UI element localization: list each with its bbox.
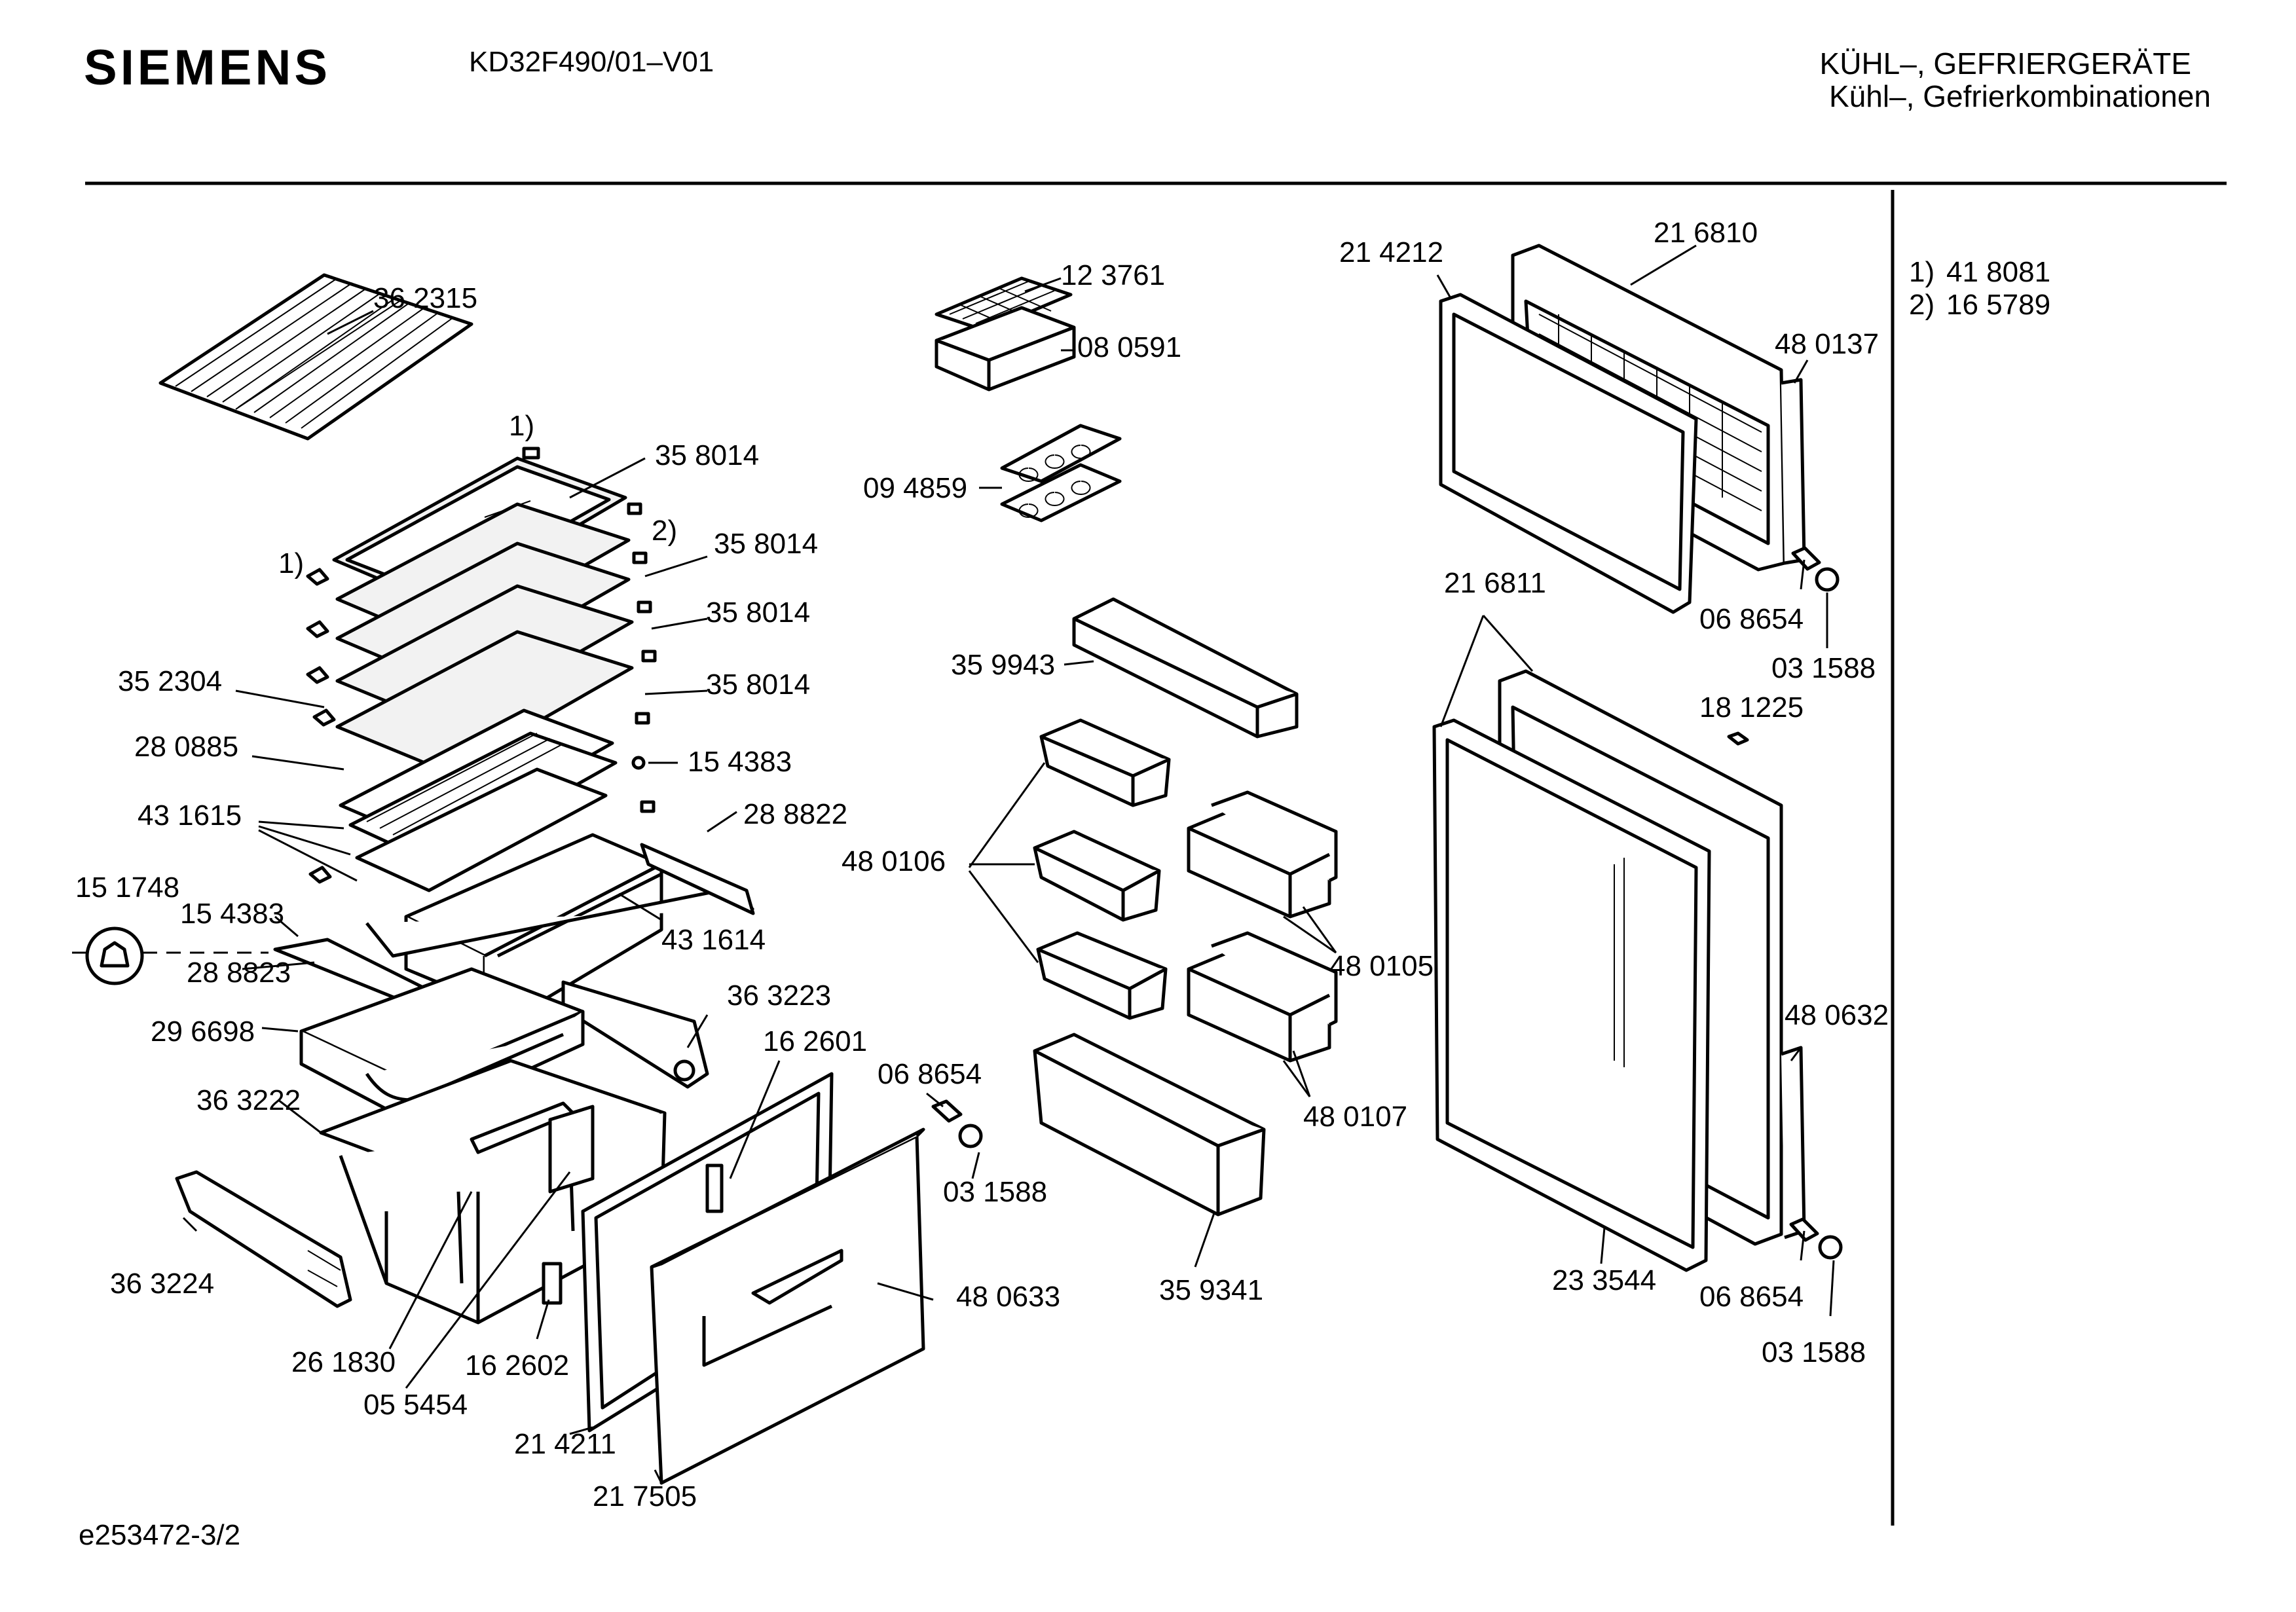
part-label: 06 8654 (1699, 603, 1804, 635)
part-label: 12 3761 (1061, 259, 1165, 291)
glass-shelf-stack (332, 456, 634, 892)
note-1-part: 41 8081 (1946, 256, 2050, 288)
part-label: 21 4212 (1339, 236, 1443, 268)
part-label: 43 1615 (138, 799, 242, 832)
wire-shelf (158, 273, 473, 441)
small-door-bins (1033, 718, 1171, 1020)
detail-bubble-15-1748 (85, 926, 144, 985)
part-label: 36 3224 (110, 1268, 214, 1300)
part-label: 23 3544 (1552, 1264, 1656, 1296)
part-label: 36 3223 (727, 980, 831, 1012)
side-rail-36-3224 (175, 1170, 352, 1308)
part-label: 06 8654 (878, 1058, 982, 1090)
part-label: 06 8654 (1699, 1281, 1804, 1313)
part-label: 48 0107 (1303, 1101, 1407, 1133)
hinge-48-0137 (1781, 378, 1806, 565)
part-label: 48 0633 (956, 1281, 1060, 1313)
part-label: 26 1830 (291, 1346, 396, 1378)
part-label: 35 8014 (706, 669, 810, 701)
note-2-part: 16 5789 (1946, 289, 2050, 321)
part-label: 21 6810 (1654, 217, 1758, 249)
part-label: 35 8014 (714, 528, 818, 560)
shelf-support-clips (306, 447, 657, 884)
appliance-subcategory: Kühl–, Gefrierkombinationen (1829, 79, 2211, 113)
part-label: 16 2602 (465, 1349, 569, 1382)
hinge-16-2601 (705, 1163, 724, 1213)
part-label: 35 2304 (118, 665, 222, 697)
plug-18-1225 (1727, 731, 1749, 746)
part-label: 36 2315 (373, 282, 477, 314)
model-number: KD32F490/01–V01 (469, 46, 714, 78)
part-label: 05 5454 (363, 1389, 468, 1421)
freezer-door-and-gasket (581, 1072, 925, 1485)
part-label: 29 6698 (151, 1016, 255, 1048)
bottle-bin-35-9341 (1033, 1033, 1266, 1217)
note-2-marker: 2) (1909, 289, 1935, 321)
part-label: 21 4211 (514, 1428, 616, 1460)
part-label: 15 4383 (688, 746, 792, 778)
part-label: 48 0105 (1329, 950, 1434, 982)
document-id: e253472-3/2 (79, 1519, 241, 1551)
part-label: 15 1748 (75, 871, 179, 904)
part-label: 48 0137 (1775, 328, 1879, 360)
part-label: 35 9341 (1159, 1274, 1263, 1306)
glass-shelf-5 (335, 630, 634, 775)
hinge-16-2602 (542, 1262, 563, 1305)
ice-cube-tray (935, 276, 1076, 392)
freezer-compartment-door (1439, 244, 1840, 614)
part-label: 16 2601 (763, 1025, 867, 1057)
part-label: 1) (509, 410, 534, 442)
door-handle (751, 1249, 843, 1305)
crisper-cover-and-drawer (273, 833, 755, 1325)
part-label: 15 4383 (180, 898, 284, 930)
part-label: 48 0106 (842, 845, 946, 877)
part-label: 28 0885 (134, 731, 238, 763)
siemens-logo: SIEMENS (84, 40, 331, 96)
hinge-48-0632 (1781, 1046, 1806, 1239)
part-labels: 36 2315 1) 35 8014 2) 35 8014 1) 35 8014… (75, 217, 1889, 1512)
part-label: 43 1614 (661, 924, 766, 956)
part-label: 1) (278, 547, 304, 579)
part-label: 48 0632 (1785, 999, 1889, 1031)
part-label: 21 7505 (593, 1480, 697, 1512)
note-1-marker: 1) (1909, 256, 1935, 288)
part-label: 35 8014 (655, 439, 759, 471)
part-label: 18 1225 (1699, 691, 1804, 724)
part-label: 09 4859 (863, 472, 967, 504)
screw-and-cap-center (931, 1099, 983, 1148)
part-label: 03 1588 (943, 1176, 1047, 1208)
part-label: 03 1588 (1762, 1336, 1866, 1368)
door-bin-35-9943 (1072, 597, 1299, 739)
egg-trays (1000, 424, 1122, 522)
part-label: 28 8823 (187, 957, 291, 989)
part-label: 08 0591 (1077, 331, 1181, 363)
part-label: 36 3222 (196, 1084, 301, 1116)
part-label: 2) (652, 515, 677, 547)
leader-lines (72, 244, 1835, 1484)
part-label: 35 9943 (951, 649, 1055, 681)
fridge-compartment-door (1432, 669, 1843, 1272)
part-label: 21 6811 (1444, 567, 1546, 599)
appliance-category: KÜHL–, GEFRIERGERÄTE (1819, 46, 2191, 81)
part-label: 03 1588 (1771, 652, 1876, 684)
part-label: 28 8822 (743, 798, 847, 830)
part-label: 35 8014 (706, 596, 810, 629)
double-door-bins (1187, 790, 1338, 1063)
